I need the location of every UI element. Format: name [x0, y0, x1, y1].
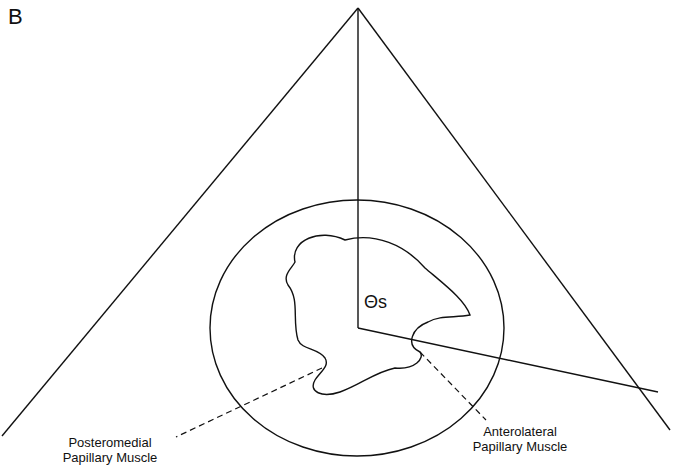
ventricle-wall — [210, 200, 504, 456]
panel-letter: B — [8, 4, 23, 29]
structure-label: Anterolateral Papillary Muscle — [460, 425, 580, 455]
structure-label: Posteromedial Papillary Muscle — [50, 436, 170, 466]
angle-symbol: Θs — [364, 292, 387, 313]
ventricle-cavity — [286, 235, 470, 394]
sector-edge — [2, 8, 358, 436]
beam-axis — [357, 8, 358, 328]
sector-edge — [358, 8, 670, 430]
leader-line — [176, 368, 322, 437]
angle-ray — [358, 328, 658, 392]
leader-line — [420, 352, 486, 420]
